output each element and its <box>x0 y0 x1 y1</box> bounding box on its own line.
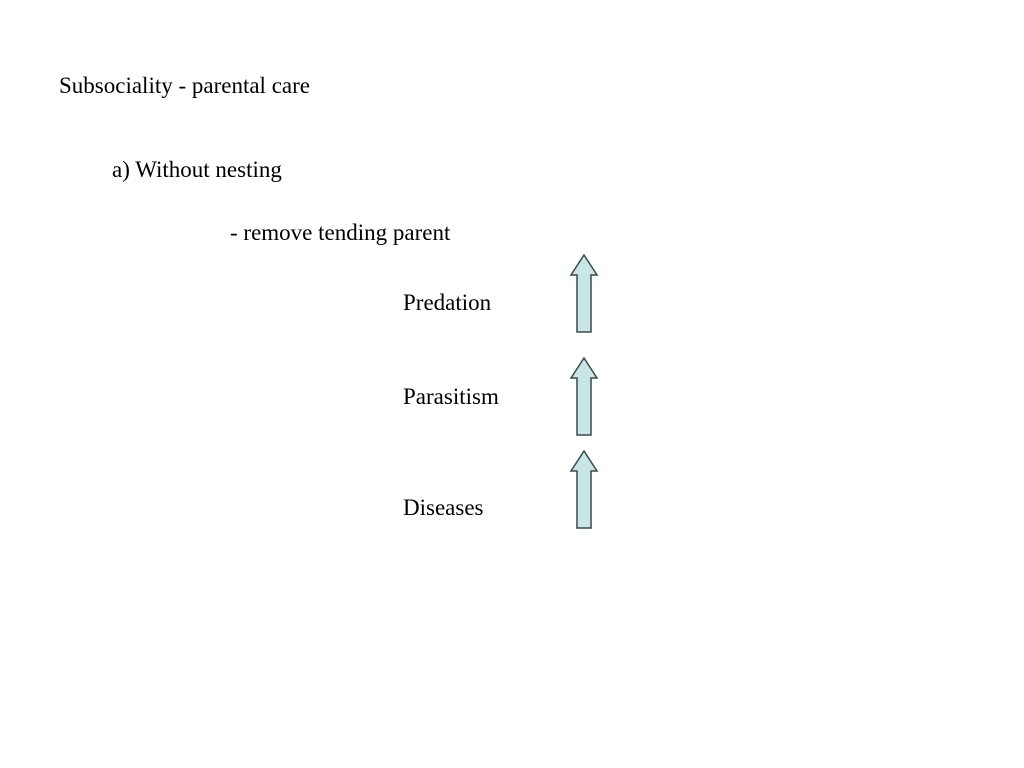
up-arrow-icon <box>569 357 599 436</box>
label-predation: Predation <box>403 290 492 315</box>
label-parasitism: Parasitism <box>403 384 499 409</box>
bullet-remove-tending-parent: - remove tending parent <box>230 220 451 245</box>
slide-title: Subsociality - parental care <box>59 73 310 98</box>
label-diseases: Diseases <box>403 495 484 520</box>
up-arrow-icon <box>569 254 599 333</box>
subheading-without-nesting: a) Without nesting <box>112 157 282 182</box>
up-arrow-icon <box>569 450 599 529</box>
